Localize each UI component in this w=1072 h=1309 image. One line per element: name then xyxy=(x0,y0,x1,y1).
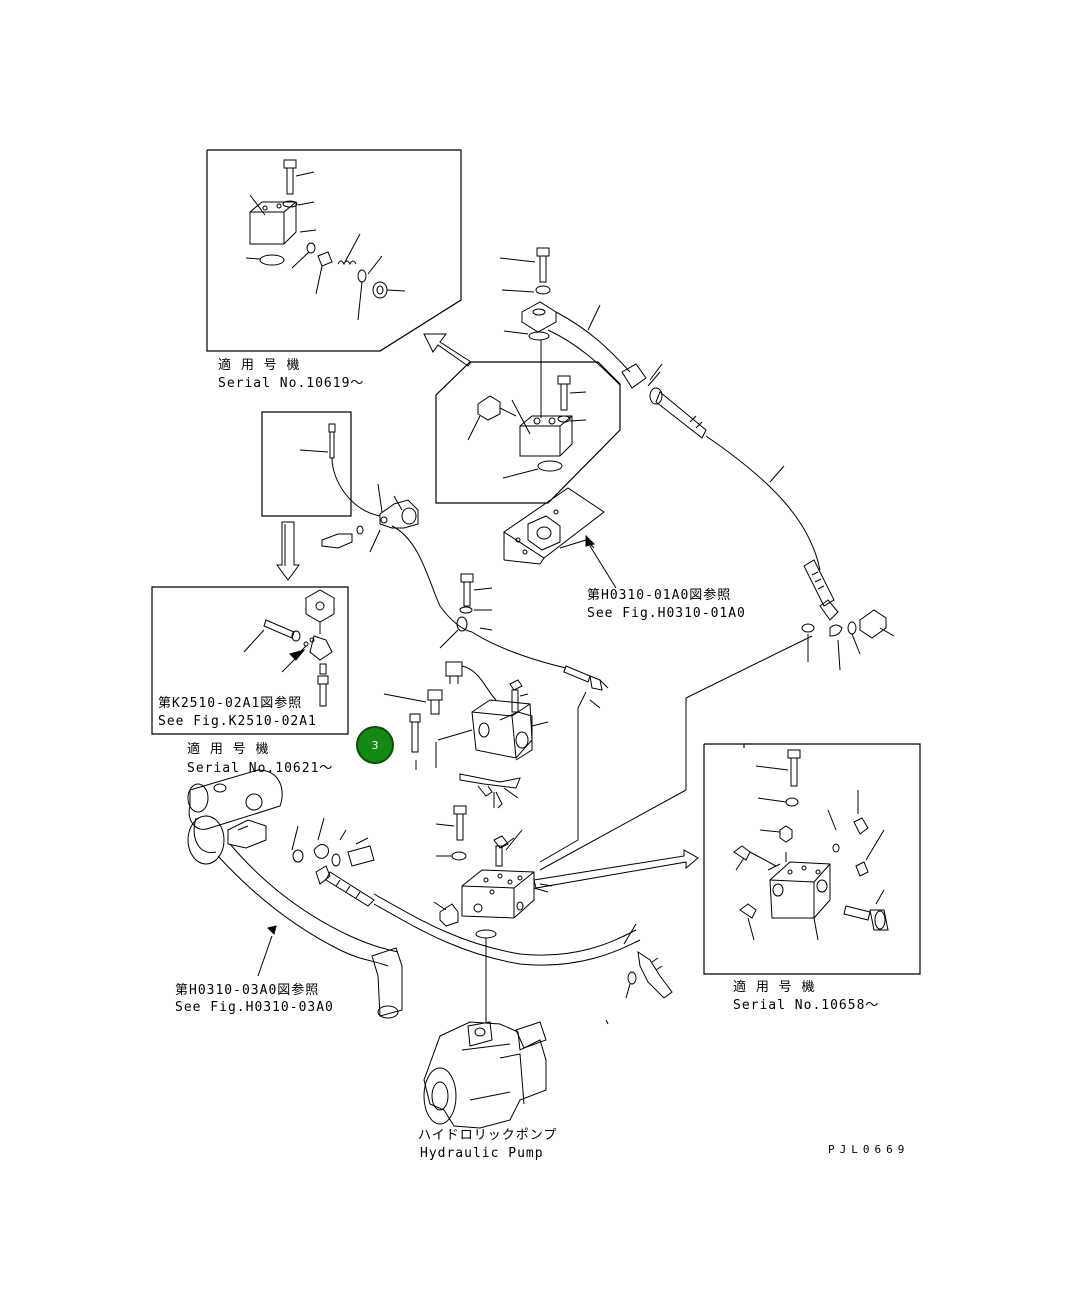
octagon-frame-top xyxy=(436,362,620,503)
inset-frame-serial-10619 xyxy=(207,150,461,351)
ref-h0310-01a0-jp: 第H0310-01A0図参照 xyxy=(587,588,732,603)
clamp-and-harness xyxy=(322,484,608,862)
lower-valve-block xyxy=(434,806,698,1022)
ref-h0310-03a0-jp: 第H0310-03A0図参照 xyxy=(175,983,320,998)
serial-10658-heading: 適 用 号 機 xyxy=(733,980,816,995)
ref-h0310-01a0-en: See Fig.H0310-01A0 xyxy=(587,606,746,621)
inset-10619-parts xyxy=(246,160,405,320)
reference-plate-h0310-01a0 xyxy=(504,488,616,588)
arrow-to-inset-10619 xyxy=(424,334,471,366)
inset-frame-serial-10658 xyxy=(704,744,920,974)
serial-10621-heading: 適 用 号 機 xyxy=(187,742,270,757)
serial-10619-heading: 適 用 号 機 xyxy=(218,358,301,373)
top-hose-assembly xyxy=(500,248,894,870)
left-pipe-assembly xyxy=(188,770,672,1018)
small-frame-left xyxy=(262,412,380,516)
ref-k2510-02a1-jp: 第K2510-02A1図参照 xyxy=(158,696,303,711)
pump-label-jp: ハイドロリックポンプ xyxy=(418,1128,558,1143)
hydraulic-pump xyxy=(424,1020,608,1128)
serial-10621-number: Serial No.10621～ xyxy=(187,761,334,776)
serial-10658-number: Serial No.10658～ xyxy=(733,998,880,1013)
arrow-down-to-k2510 xyxy=(277,522,299,580)
part-callout-number: 3 xyxy=(371,738,379,752)
serial-10619-number: Serial No.10619～ xyxy=(218,376,365,391)
ref-k2510-02a1-en: See Fig.K2510-02A1 xyxy=(158,714,317,729)
pump-label-en: Hydraulic Pump xyxy=(420,1146,544,1161)
main-valve-assembly xyxy=(384,662,548,808)
octagon-parts xyxy=(468,376,586,478)
ref-h0310-03a0-en: See Fig.H0310-03A0 xyxy=(175,1000,334,1015)
inset-frame-k2510 xyxy=(152,587,348,734)
drawing-code: PJL0669 xyxy=(828,1143,910,1156)
part-callout-marker[interactable]: 3 xyxy=(356,726,394,764)
